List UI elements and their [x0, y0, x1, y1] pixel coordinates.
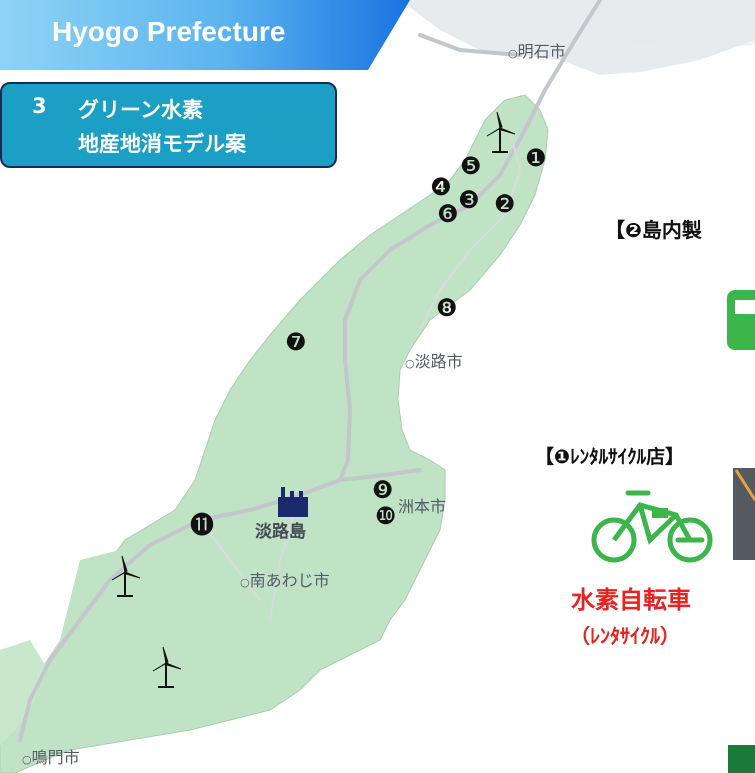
- marker-8: ❽: [436, 294, 458, 322]
- city-label-awaji: ○淡路市: [405, 352, 463, 371]
- bike-icon: [591, 490, 713, 563]
- section1-title: 【❶ﾚﾝﾀﾙｻｲｸﾙ店】: [535, 446, 685, 468]
- marker-11: ⓫: [190, 511, 214, 539]
- section2-title: 【❷島内製: [605, 218, 702, 242]
- city-label-naruto: ○鳴門市: [22, 748, 80, 767]
- land-top-right: [580, 0, 755, 50]
- road-image: [733, 468, 755, 560]
- header-title: Hyogo Prefecture: [52, 16, 286, 47]
- island-label: 淡路島: [255, 522, 306, 542]
- marker-1: ❶: [525, 144, 547, 172]
- city-label-akashi: ○明石市: [508, 42, 566, 61]
- vehicle-icon: [727, 290, 755, 350]
- model-box: 3 グリーン水素 地産地消モデル案: [0, 82, 337, 168]
- wind-turbine-icon: [111, 555, 141, 597]
- marker-9: ❾: [372, 476, 394, 504]
- marker-3: ❸: [458, 186, 480, 214]
- city-label-sumoto: 洲本市: [398, 497, 447, 516]
- header-banner: [0, 0, 410, 70]
- roads: [18, 0, 602, 742]
- factory-icon: [278, 487, 308, 517]
- land-naruto: [0, 640, 45, 745]
- model-title-line2: 地産地消モデル案: [78, 132, 246, 156]
- bike-label: 水素自転車: [571, 586, 691, 614]
- wind-turbine-icon: [486, 111, 516, 153]
- marker-10: ❿: [375, 502, 397, 530]
- marker-2: ❷: [494, 190, 516, 218]
- land-sw: [30, 545, 170, 700]
- marker-5: ❺: [460, 152, 482, 180]
- marker-7: ❼: [285, 328, 307, 356]
- city-label-minamiawaji: ○南あわじ市: [240, 571, 330, 590]
- marker-4: ❹: [430, 173, 452, 201]
- bottom-icon: [728, 745, 755, 773]
- bike-sub-label: （ﾚﾝﾀｻｲｸﾙ）: [570, 624, 680, 648]
- wind-turbine-icon: [152, 646, 182, 688]
- model-number: 3: [32, 94, 47, 118]
- marker-6: ❻: [437, 200, 459, 228]
- model-title-line1: グリーン水素: [78, 98, 203, 122]
